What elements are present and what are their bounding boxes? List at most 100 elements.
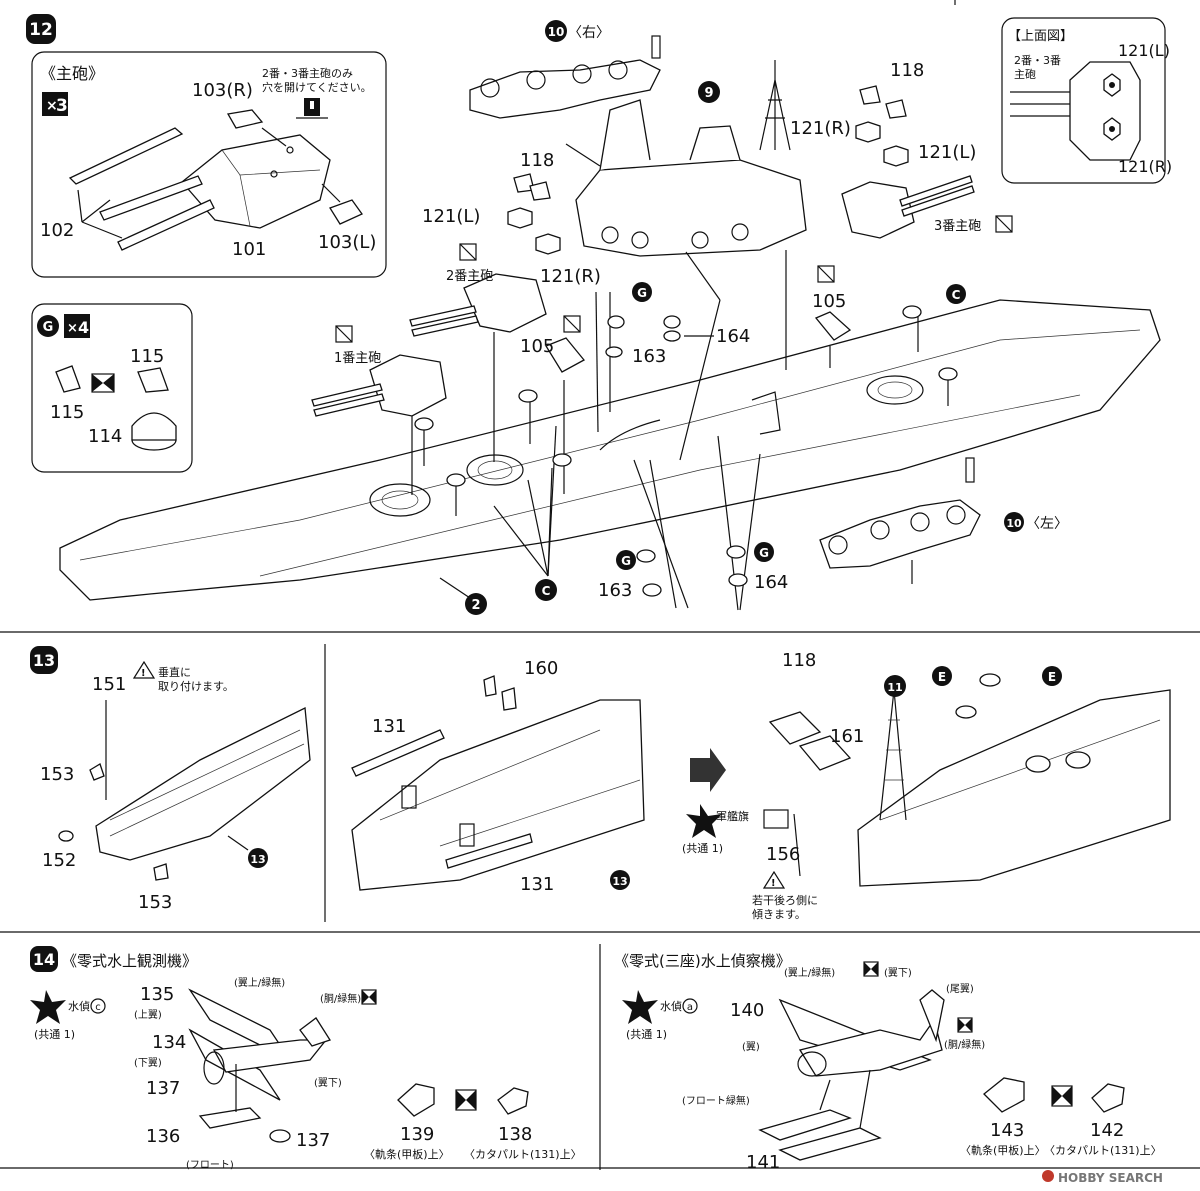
- top-view-121l: 121(L): [1118, 41, 1170, 60]
- right-callout-tail: (尾翼): [946, 983, 974, 995]
- turret-1-label: 1番主砲: [334, 351, 381, 366]
- left-catapult-label: 〈カタパルト(131)上〉: [464, 1148, 582, 1161]
- right-decal: 水偵: [660, 999, 682, 1013]
- common-13: (共通 1): [682, 842, 723, 855]
- step-12-labels: 10 〈右〉 9 118 121(L) 121(R) 118 121(R) 12…: [334, 20, 1068, 615]
- p10r-side: 〈右〉: [568, 25, 610, 41]
- svg-text:!: !: [771, 878, 776, 889]
- right-callout-float: (フロート緑無): [682, 1094, 750, 1107]
- c-badge-bottom: C: [542, 584, 551, 598]
- step-13-number: 13: [33, 651, 55, 670]
- main-gun-turret-drawing: [68, 109, 363, 251]
- top-view-turrets-label-2: 主砲: [1014, 68, 1036, 81]
- top-view-121r: 121(R): [1118, 157, 1172, 176]
- right-catapult-label: 〈カタパルト(131)上〉: [1044, 1144, 1162, 1157]
- p11-badge: 11: [887, 681, 902, 694]
- label-137a: 137: [146, 1078, 180, 1099]
- c-badge-right: C: [952, 288, 961, 302]
- main-gun-multiplier: 3: [56, 96, 68, 116]
- left-callout-fuselage: (胴/緑無): [320, 992, 361, 1005]
- label-163b: 163: [598, 580, 632, 601]
- label-134: 134: [152, 1032, 186, 1053]
- right-title: 《零式(三座)水上偵察機》: [614, 952, 791, 970]
- right-common: (共通 1): [626, 1028, 667, 1041]
- turret-3-label: 3番主砲: [934, 219, 981, 234]
- label-136: 136: [146, 1126, 180, 1147]
- turret-3-drawing: [841, 175, 975, 239]
- step-12: 12 《主砲》 × 3 2番・3番主砲のみ 穴を開けてください。: [26, 14, 1172, 615]
- inset-g-115a: 115: [130, 346, 164, 367]
- inset-top-view: 【上面図】 2番・3番 主砲 121(L) 121(R): [1001, 17, 1172, 184]
- left-callout-upper-wing: (上翼): [134, 1009, 162, 1021]
- top-view-drawing: [1010, 61, 1141, 161]
- label-160: 160: [524, 658, 558, 679]
- top-view-title: 【上面図】: [1008, 29, 1073, 44]
- p10l-badge: 10: [1006, 517, 1022, 530]
- note-tilt-1: 若干後ろ側に: [752, 893, 818, 907]
- p9-badge: 9: [704, 86, 713, 101]
- inset-g-114: 114: [88, 426, 122, 447]
- step-13-panel-a: 151 ! 垂直に 取り付けます。 153 152 153 13: [40, 660, 311, 913]
- label-118a: 118: [520, 150, 554, 171]
- step-14-number: 14: [33, 950, 55, 969]
- label-153a: 153: [40, 764, 74, 785]
- step-13: 13 151 ! 垂直に 取り付けます。 153 152 153 13: [30, 646, 1171, 921]
- p10r-badge: 10: [548, 25, 565, 39]
- p13b-badge: 13: [612, 875, 627, 888]
- label-152: 152: [42, 850, 76, 871]
- label-118b: 118: [890, 60, 924, 81]
- label-151: 151: [92, 674, 126, 695]
- note-tilt-2: 傾きます。: [752, 907, 806, 921]
- label-121l: 121(L): [422, 206, 480, 227]
- label-153b: 153: [138, 892, 172, 913]
- label-121r: 121(R): [540, 266, 601, 287]
- label-105a: 105: [812, 291, 846, 312]
- step-14-right: 《零式(三座)水上偵察機》 水偵 a (共通 1) (翼上/緑無) (翼下) (…: [614, 952, 1162, 1173]
- label-143: 143: [990, 1120, 1024, 1141]
- right-rail-label: 〈軌条(甲板)上〉: [960, 1143, 1046, 1157]
- step-12-badge: 12: [26, 14, 56, 44]
- watermark: HOBBY SEARCH: [1042, 1170, 1163, 1185]
- e-badge-1: E: [938, 670, 946, 684]
- svg-text:×: ×: [67, 321, 78, 336]
- p10l-side: 〈左〉: [1026, 516, 1068, 532]
- watermark-text: HOBBY SEARCH: [1058, 1171, 1163, 1185]
- left-plane-drawing: [188, 988, 331, 1143]
- right-callout-fuselage: (胴/緑無): [944, 1038, 985, 1051]
- superstructure-drawing: [575, 60, 807, 257]
- left-rail-label: 〈軌条(甲板)上〉: [364, 1147, 450, 1161]
- label-140: 140: [730, 1000, 764, 1021]
- svg-text:!: !: [141, 668, 146, 679]
- part-101: 101: [232, 239, 266, 260]
- left-common: (共通 1): [34, 1028, 75, 1041]
- drill-note-1: 2番・3番主砲のみ: [262, 67, 353, 80]
- svg-text:×: ×: [46, 98, 58, 114]
- right-callout-wing-top: (翼上/緑無): [784, 966, 835, 979]
- note-vertical-1: 垂直に: [158, 665, 191, 679]
- g-badge-top: G: [637, 286, 647, 300]
- inset-main-gun: 《主砲》 × 3 2番・3番主砲のみ 穴を開けてください。: [31, 51, 387, 278]
- left-callout-lower-wing: (下翼): [134, 1057, 162, 1069]
- left-decal: 水偵: [68, 999, 90, 1013]
- left-callout-wing-bottom: (翼下): [314, 1077, 342, 1089]
- turret-1-drawing: [311, 354, 447, 495]
- left-decal-mark: c: [95, 1002, 101, 1013]
- step-14: 14 《零式水上観測機》 水偵 c (共通 1) (翼上/緑無) (上翼) (下…: [30, 946, 1162, 1173]
- part-10-right-drawing: [469, 35, 661, 119]
- drill-note-2: 穴を開けてください。: [262, 80, 372, 94]
- right-plane-drawing: [758, 989, 945, 1161]
- left-title: 《零式水上観測機》: [62, 952, 197, 970]
- g-badge-bottom-right: G: [759, 546, 769, 560]
- inset-g-letter: G: [43, 320, 54, 335]
- left-callout-float: (フロート): [186, 1160, 234, 1171]
- label-142: 142: [1090, 1120, 1124, 1141]
- e-badge-2: E: [1048, 670, 1056, 684]
- g-badge-bottom-left: G: [621, 554, 631, 568]
- label-121r2: 121(R): [790, 118, 851, 139]
- label-131b: 131: [520, 874, 554, 895]
- turret-2-drawing: [409, 273, 547, 462]
- top-view-turrets-label-1: 2番・3番: [1014, 54, 1061, 67]
- p2-badge: 2: [471, 598, 480, 613]
